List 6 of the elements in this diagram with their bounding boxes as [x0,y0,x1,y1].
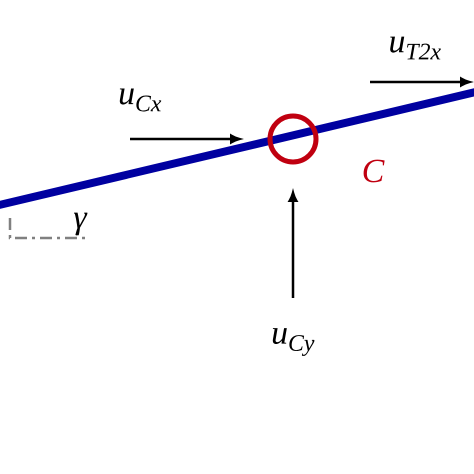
variable-label: u$_{T2x}$ [390,36,441,60]
variable-label: u$_{Cx}$ [120,88,162,112]
joint-circle [268,114,318,164]
variable-label: u$_{Cy}$ [272,328,314,356]
angle-label: γ [74,212,88,236]
point-label: C [364,160,385,182]
